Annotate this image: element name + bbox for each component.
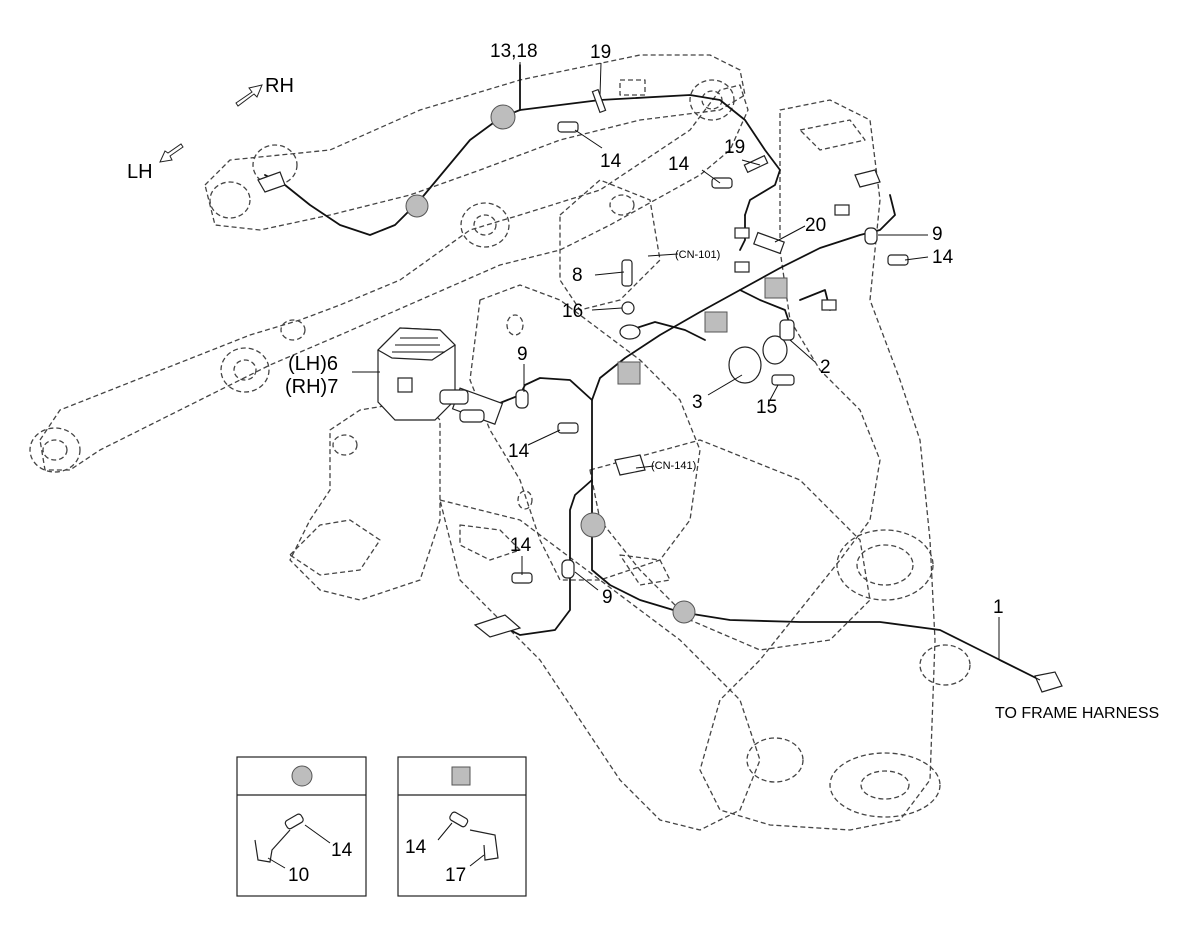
callout-1: 1 bbox=[993, 597, 1004, 618]
callout-lh-6: (LH)6 bbox=[288, 353, 338, 375]
arrow-rh-icon bbox=[235, 84, 263, 107]
clip bbox=[515, 389, 529, 409]
grommet bbox=[728, 346, 762, 384]
round-clamp-icon bbox=[672, 600, 696, 624]
front-frame bbox=[289, 99, 971, 831]
square-clamp-icon bbox=[617, 361, 641, 385]
round-clamp-icon bbox=[405, 194, 429, 218]
callout-14-upper: 14 bbox=[600, 151, 622, 172]
connector-plug bbox=[1034, 671, 1063, 693]
bolt-icon bbox=[284, 813, 304, 830]
bolt bbox=[557, 121, 579, 133]
callouts: 13,18 19 14 14 19 20 9 14 8 16 (LH)6 (RH… bbox=[285, 41, 1159, 722]
lh-label: LH bbox=[127, 161, 153, 183]
cable-tie bbox=[591, 88, 607, 114]
arrow-lh-icon bbox=[159, 143, 184, 163]
square-clamp-icon bbox=[451, 766, 471, 786]
legend-round-label-10: 10 bbox=[288, 865, 309, 886]
clip bbox=[864, 227, 878, 245]
legend-square-clamp: 14 17 bbox=[397, 756, 527, 897]
round-clamp-icon bbox=[580, 512, 606, 538]
round-clamp-icon bbox=[490, 104, 516, 130]
square-clamps bbox=[617, 277, 788, 385]
legend-square-label-17: 17 bbox=[445, 865, 466, 886]
leader-lines bbox=[352, 62, 1041, 681]
callout-9-right: 9 bbox=[932, 224, 943, 245]
connector-tab bbox=[614, 454, 646, 476]
direction-indicators: RH LH bbox=[127, 75, 294, 183]
ring-terminal bbox=[619, 324, 641, 340]
callout-15: 15 bbox=[756, 397, 777, 418]
legend-round-clamp: 14 10 bbox=[236, 756, 367, 897]
callout-2: 2 bbox=[820, 357, 831, 378]
frame-harness-note: TO FRAME HARNESS bbox=[995, 705, 1159, 722]
washer bbox=[621, 301, 635, 315]
connector-tab bbox=[257, 171, 286, 193]
connector-tab bbox=[821, 299, 837, 311]
callout-14-lower: 14 bbox=[510, 535, 532, 556]
control-box bbox=[377, 327, 485, 423]
callout-14-left: 14 bbox=[508, 441, 530, 462]
callout-19-top: 19 bbox=[590, 42, 611, 63]
callout-20: 20 bbox=[805, 215, 826, 236]
callout-8: 8 bbox=[572, 265, 583, 286]
connector-label-cn141: (CN-141) bbox=[651, 460, 696, 472]
bolt bbox=[771, 374, 795, 386]
callout-rh-7: (RH)7 bbox=[285, 376, 338, 398]
square-clamp-icon bbox=[764, 277, 788, 299]
callout-14-right: 14 bbox=[932, 247, 954, 268]
connector-tab bbox=[834, 204, 850, 216]
grommet bbox=[762, 335, 788, 365]
connector-tab bbox=[854, 169, 881, 188]
legend-round-label-14: 14 bbox=[331, 840, 353, 861]
round-clamps bbox=[405, 104, 696, 624]
bolt bbox=[557, 422, 579, 434]
bolt-icon bbox=[449, 811, 469, 828]
callout-13-18: 13,18 bbox=[490, 41, 538, 62]
callout-9-lower: 9 bbox=[602, 587, 613, 608]
boom-arm bbox=[29, 54, 749, 473]
square-clamp-icon bbox=[704, 311, 728, 333]
bracket bbox=[753, 231, 785, 255]
clip bbox=[779, 319, 795, 341]
connector-tab bbox=[734, 227, 750, 239]
connector-tab bbox=[473, 614, 522, 638]
connector-label-cn101: (CN-101) bbox=[675, 249, 720, 261]
callout-3: 3 bbox=[692, 392, 703, 413]
callout-16: 16 bbox=[562, 301, 583, 322]
rh-label: RH bbox=[265, 75, 294, 97]
clip bbox=[561, 559, 575, 579]
callout-19-right: 19 bbox=[724, 137, 745, 158]
clamp-10-icon bbox=[254, 829, 291, 863]
bolt bbox=[621, 259, 633, 287]
legend-square-label-14: 14 bbox=[405, 837, 427, 858]
connector-tab bbox=[734, 261, 750, 273]
callout-14-mid: 14 bbox=[668, 154, 690, 175]
clamp-17-icon bbox=[469, 829, 499, 861]
round-clamp-icon bbox=[291, 765, 313, 787]
callout-9-left: 9 bbox=[517, 344, 528, 365]
